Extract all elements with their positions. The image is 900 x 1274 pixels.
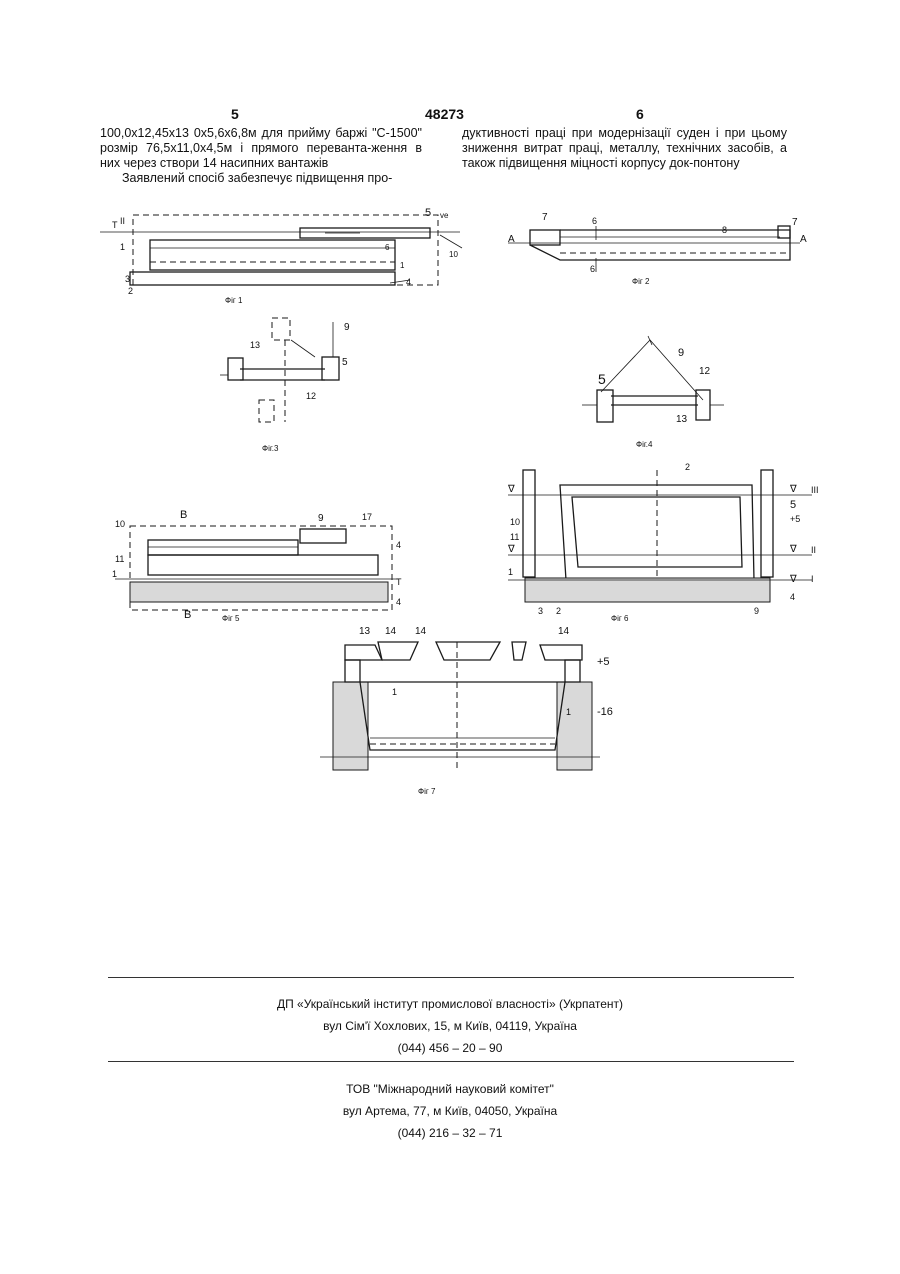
figure-6-caption: Фіг 6 bbox=[611, 614, 628, 623]
svg-text:3: 3 bbox=[538, 606, 543, 616]
svg-text:Т: Т bbox=[396, 577, 402, 587]
svg-text:5: 5 bbox=[342, 357, 348, 368]
svg-text:8: 8 bbox=[722, 225, 727, 235]
svg-text:5: 5 bbox=[790, 499, 796, 511]
svg-text:7: 7 bbox=[542, 212, 548, 223]
svg-text:9: 9 bbox=[344, 322, 350, 333]
footer-phone-2: (044) 216 – 32 – 71 bbox=[0, 1126, 900, 1140]
figure-7-drawing: 13 14 14 14 +5 -16 1 1 bbox=[320, 626, 613, 770]
footer-org-2: ТОВ "Міжнародний науковий комітет" bbox=[0, 1082, 900, 1096]
svg-text:∇: ∇ bbox=[789, 484, 797, 495]
svg-text:14: 14 bbox=[415, 626, 427, 637]
svg-text:+5: +5 bbox=[597, 656, 610, 668]
svg-text:14: 14 bbox=[385, 626, 397, 637]
svg-text:10: 10 bbox=[510, 517, 520, 527]
svg-text:11: 11 bbox=[115, 554, 124, 564]
svg-text:4: 4 bbox=[790, 592, 795, 602]
svg-text:13: 13 bbox=[359, 626, 371, 637]
figure-4-caption: Фіг.4 bbox=[636, 440, 652, 449]
svg-text:7: 7 bbox=[792, 217, 798, 228]
figure-6-drawing: ∇ 10 11 ∇ 1 3 2 9 2 ∇ III 5 +5 ∇ II ∇ I … bbox=[507, 462, 819, 616]
svg-text:13: 13 bbox=[676, 414, 688, 425]
figure-2-drawing: 7 6 8 7 А А 6 bbox=[508, 212, 807, 274]
footer-address-2: вул Артема, 77, м Київ, 04050, Україна bbox=[0, 1104, 900, 1118]
figure-5-drawing: 10 11 1 В В 9 17 4 Т 4 bbox=[112, 509, 402, 621]
svg-text:4: 4 bbox=[396, 540, 401, 550]
svg-text:4: 4 bbox=[396, 597, 401, 607]
figure-7-caption: Фіг 7 bbox=[418, 787, 435, 796]
svg-text:9: 9 bbox=[318, 513, 324, 524]
figure-3-drawing: 9 13 5 12 bbox=[220, 318, 350, 422]
svg-text:5: 5 bbox=[425, 207, 431, 219]
svg-text:∇: ∇ bbox=[507, 544, 515, 555]
svg-text:1: 1 bbox=[400, 261, 405, 270]
svg-text:+5: +5 bbox=[790, 514, 800, 524]
svg-text:11: 11 bbox=[510, 532, 519, 542]
svg-text:3: 3 bbox=[125, 274, 130, 284]
svg-text:9: 9 bbox=[754, 606, 759, 616]
svg-text:6: 6 bbox=[592, 216, 597, 226]
svg-text:Т: Т bbox=[112, 220, 118, 230]
svg-text:2: 2 bbox=[685, 462, 690, 472]
svg-text:2: 2 bbox=[128, 286, 133, 296]
svg-text:II: II bbox=[120, 216, 125, 226]
svg-text:∇: ∇ bbox=[507, 484, 515, 495]
svg-text:1: 1 bbox=[120, 242, 125, 252]
svg-text:1: 1 bbox=[508, 567, 513, 577]
footer-divider-top bbox=[108, 977, 794, 978]
svg-text:12: 12 bbox=[306, 391, 316, 401]
svg-text:17: 17 bbox=[362, 512, 372, 522]
footer-address-1: вул Сім'ї Хохлових, 15, м Київ, 04119, У… bbox=[0, 1019, 900, 1033]
svg-text:1: 1 bbox=[566, 707, 571, 717]
svg-text:2: 2 bbox=[556, 606, 561, 616]
figure-3-caption: Фіг.3 bbox=[262, 444, 278, 453]
footer-divider-middle bbox=[108, 1061, 794, 1062]
footer-phone-1: (044) 456 – 20 – 90 bbox=[0, 1041, 900, 1055]
svg-text:ve: ve bbox=[440, 211, 449, 220]
svg-text:10: 10 bbox=[449, 250, 458, 259]
svg-text:4: 4 bbox=[406, 277, 411, 287]
svg-text:I: I bbox=[811, 574, 814, 584]
svg-text:∇: ∇ bbox=[789, 544, 797, 555]
svg-text:III: III bbox=[811, 485, 819, 495]
svg-text:14: 14 bbox=[558, 626, 570, 637]
svg-text:А: А bbox=[508, 234, 515, 245]
figure-1-drawing: Т II 1 3 2 5 ve 6 1 10 4 bbox=[100, 207, 462, 296]
svg-text:А: А bbox=[800, 234, 807, 245]
svg-text:В: В bbox=[180, 509, 187, 521]
svg-text:9: 9 bbox=[678, 347, 684, 359]
svg-text:10: 10 bbox=[115, 519, 125, 529]
figure-5-caption: Фіг 5 bbox=[222, 614, 239, 623]
svg-text:1: 1 bbox=[112, 569, 117, 579]
svg-text:6: 6 bbox=[590, 264, 595, 274]
figure-1-caption: Фіг 1 bbox=[225, 296, 242, 305]
footer-org-1: ДП «Український інститут промислової вла… bbox=[0, 997, 900, 1011]
svg-text:5: 5 bbox=[598, 371, 606, 387]
svg-text:∇: ∇ bbox=[789, 574, 797, 585]
svg-text:13: 13 bbox=[250, 340, 260, 350]
svg-text:12: 12 bbox=[699, 366, 711, 377]
svg-text:-16: -16 bbox=[597, 706, 613, 718]
svg-text:В: В bbox=[184, 609, 191, 621]
figure-4-drawing: 9 12 5 13 bbox=[582, 336, 724, 425]
svg-text:6: 6 bbox=[385, 243, 390, 252]
svg-text:II: II bbox=[811, 545, 816, 555]
figure-2-caption: Фіг 2 bbox=[632, 277, 649, 286]
svg-text:1: 1 bbox=[392, 687, 397, 697]
